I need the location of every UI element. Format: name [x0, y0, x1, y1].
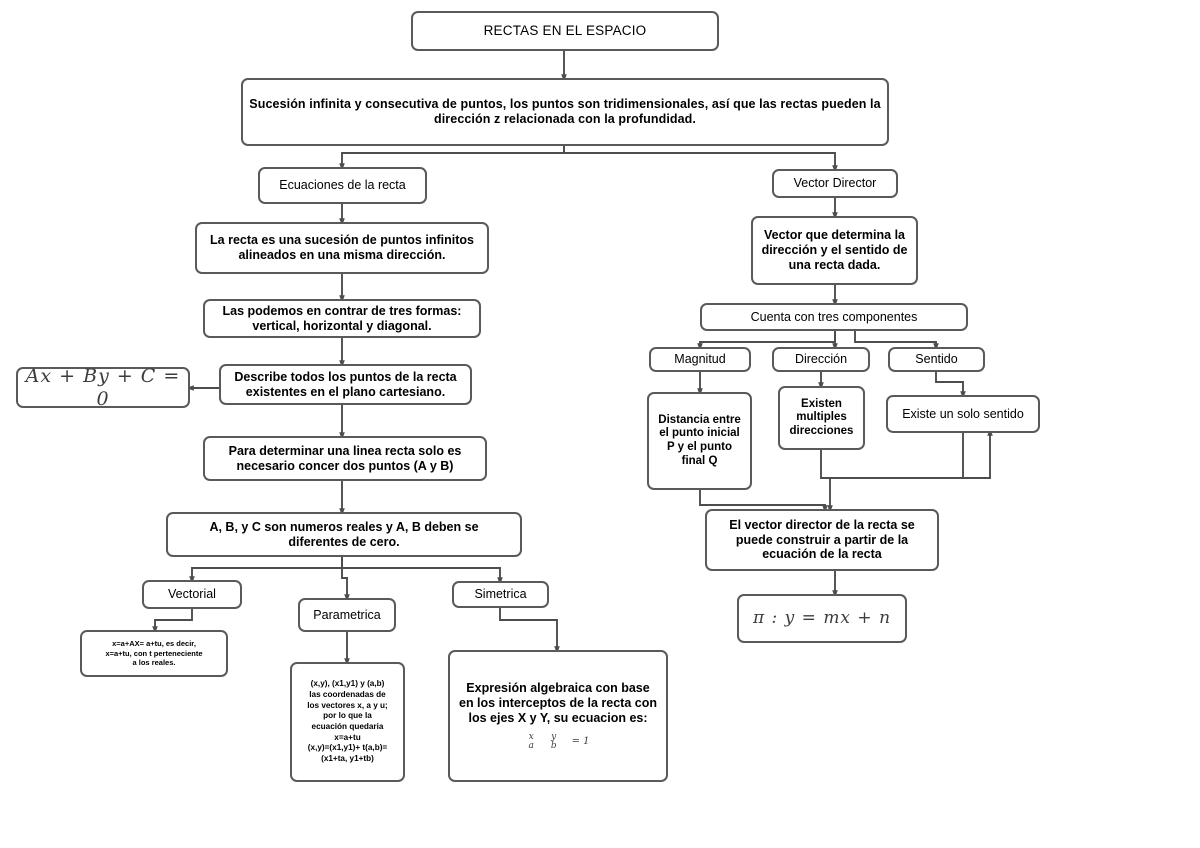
node-direccion-detail[interactable]: Existen multiples direcciones [778, 386, 865, 450]
node-vd-1[interactable]: Vector que determina la dirección y el s… [751, 216, 918, 285]
node-eq-2-label: Las podemos en contrar de tres formas: v… [222, 303, 462, 333]
edge-vectorial-detail [152, 609, 193, 634]
node-eq-3[interactable]: Describe todos los puntos de la recta ex… [219, 364, 472, 405]
node-component-direccion-label: Dirección [794, 352, 848, 367]
node-root-label: RECTAS EN EL ESPACIO [483, 23, 647, 39]
node-form-vectorial-label: Vectorial [168, 587, 216, 602]
frac2-numerator: y [551, 731, 557, 742]
node-eq-4-label: Para determinar una linea recta solo es … [228, 443, 462, 473]
node-branch-vector-director-label: Vector Director [793, 176, 877, 191]
simetrica-formula: x a y b = 1 [526, 731, 590, 751]
node-vd-3[interactable]: El vector director de la recta se puede … [705, 509, 939, 571]
node-vd-2[interactable]: Cuenta con tres componentes [700, 303, 968, 331]
node-component-magnitud-label: Magnitud [674, 352, 726, 367]
node-branch-vector-director[interactable]: Vector Director [772, 169, 898, 198]
edge-definition-ecuaciones [339, 146, 565, 171]
node-form-simetrica-label: Simetrica [474, 587, 527, 602]
node-vd-3-label: El vector director de la recta se puede … [729, 517, 915, 562]
node-vd-1-label: Vector que determina la dirección y el s… [761, 228, 908, 272]
edge-vd2-magnitud [697, 331, 836, 351]
node-vd-formula-label: π : y = mx + n [752, 608, 892, 629]
node-vd-2-label: Cuenta con tres componentes [750, 309, 918, 324]
edge-magnitud-vd3 [699, 490, 828, 513]
node-root[interactable]: RECTAS EN EL ESPACIO [411, 11, 719, 51]
node-component-sentido[interactable]: Sentido [888, 347, 985, 372]
node-eq-2[interactable]: Las podemos en contrar de tres formas: v… [203, 299, 481, 338]
node-sentido-detail-label: Existe un solo sentido [902, 406, 1024, 421]
edge-vd2-sentido [854, 331, 939, 351]
node-simetrica-detail-label: Expresión algebraica con base en los int… [459, 681, 657, 725]
node-equation-general[interactable]: Ax + By + C = 0 [16, 365, 190, 410]
node-direccion-detail-label: Existen multiples direcciones [789, 397, 854, 437]
edge-sentido-detail [935, 372, 966, 399]
node-form-simetrica[interactable]: Simetrica [452, 581, 549, 608]
node-parametrica-detail[interactable]: (x,y), (x1,y1) y (a,b) las coordenadas d… [290, 662, 405, 782]
node-component-direccion[interactable]: Dirección [772, 347, 870, 372]
node-branch-equations[interactable]: Ecuaciones de la recta [258, 167, 427, 204]
node-magnitud-detail[interactable]: Distancia entre el punto inicial P y el … [647, 392, 752, 490]
node-definition[interactable]: Sucesión infinita y consecutiva de punto… [241, 78, 889, 146]
node-component-sentido-label: Sentido [915, 352, 958, 367]
edge-definition-vectordirector [563, 146, 838, 173]
node-eq-5[interactable]: A, B, y C son numeros reales y A, B debe… [166, 512, 522, 557]
frac1-denominator: a [528, 740, 534, 751]
node-definition-label: Sucesión infinita y consecutiva de punto… [249, 97, 881, 126]
frac-equals-one: = 1 [571, 735, 590, 747]
node-simetrica-detail[interactable]: Expresión algebraica con base en los int… [448, 650, 668, 782]
node-form-vectorial[interactable]: Vectorial [142, 580, 242, 609]
node-parametrica-detail-label: (x,y), (x1,y1) y (a,b) las coordenadas d… [307, 679, 388, 763]
edge-eq5-simetrica [341, 557, 503, 585]
node-equation-general-label: Ax + By + C = 0 [25, 365, 181, 410]
node-eq-4[interactable]: Para determinar una linea recta solo es … [203, 436, 487, 481]
frac1-numerator: x [528, 731, 534, 742]
node-form-parametrica-label: Parametrica [313, 607, 381, 622]
edge-simetrica-detail [499, 608, 560, 654]
node-eq-3-label: Describe todos los puntos de la recta ex… [234, 369, 457, 399]
node-eq-5-label: A, B, y C son numeros reales y A, B debe… [209, 519, 479, 549]
frac2-denominator: b [550, 740, 557, 751]
edge-eq5-parametrica [341, 557, 350, 602]
edge-eq5-vectorial [189, 557, 343, 584]
node-component-magnitud[interactable]: Magnitud [649, 347, 751, 372]
node-vd-formula[interactable]: π : y = mx + n [737, 594, 907, 643]
node-form-parametrica[interactable]: Parametrica [298, 598, 396, 632]
fraction-x-over-a: x a [526, 731, 535, 751]
node-vectorial-detail[interactable]: x=a+AX= a+tu, es decir, x=a+tu, con t pe… [80, 630, 228, 677]
node-sentido-detail[interactable]: Existe un solo sentido [886, 395, 1040, 433]
node-eq-1[interactable]: La recta es una sucesión de puntos infin… [195, 222, 489, 274]
node-eq-1-label: La recta es una sucesión de puntos infin… [210, 233, 474, 262]
fraction-y-over-b: y b [549, 731, 559, 751]
node-magnitud-detail-label: Distancia entre el punto inicial P y el … [658, 413, 741, 467]
node-vectorial-detail-label: x=a+AX= a+tu, es decir, x=a+tu, con t pe… [105, 639, 203, 668]
node-branch-equations-label: Ecuaciones de la recta [279, 178, 406, 193]
